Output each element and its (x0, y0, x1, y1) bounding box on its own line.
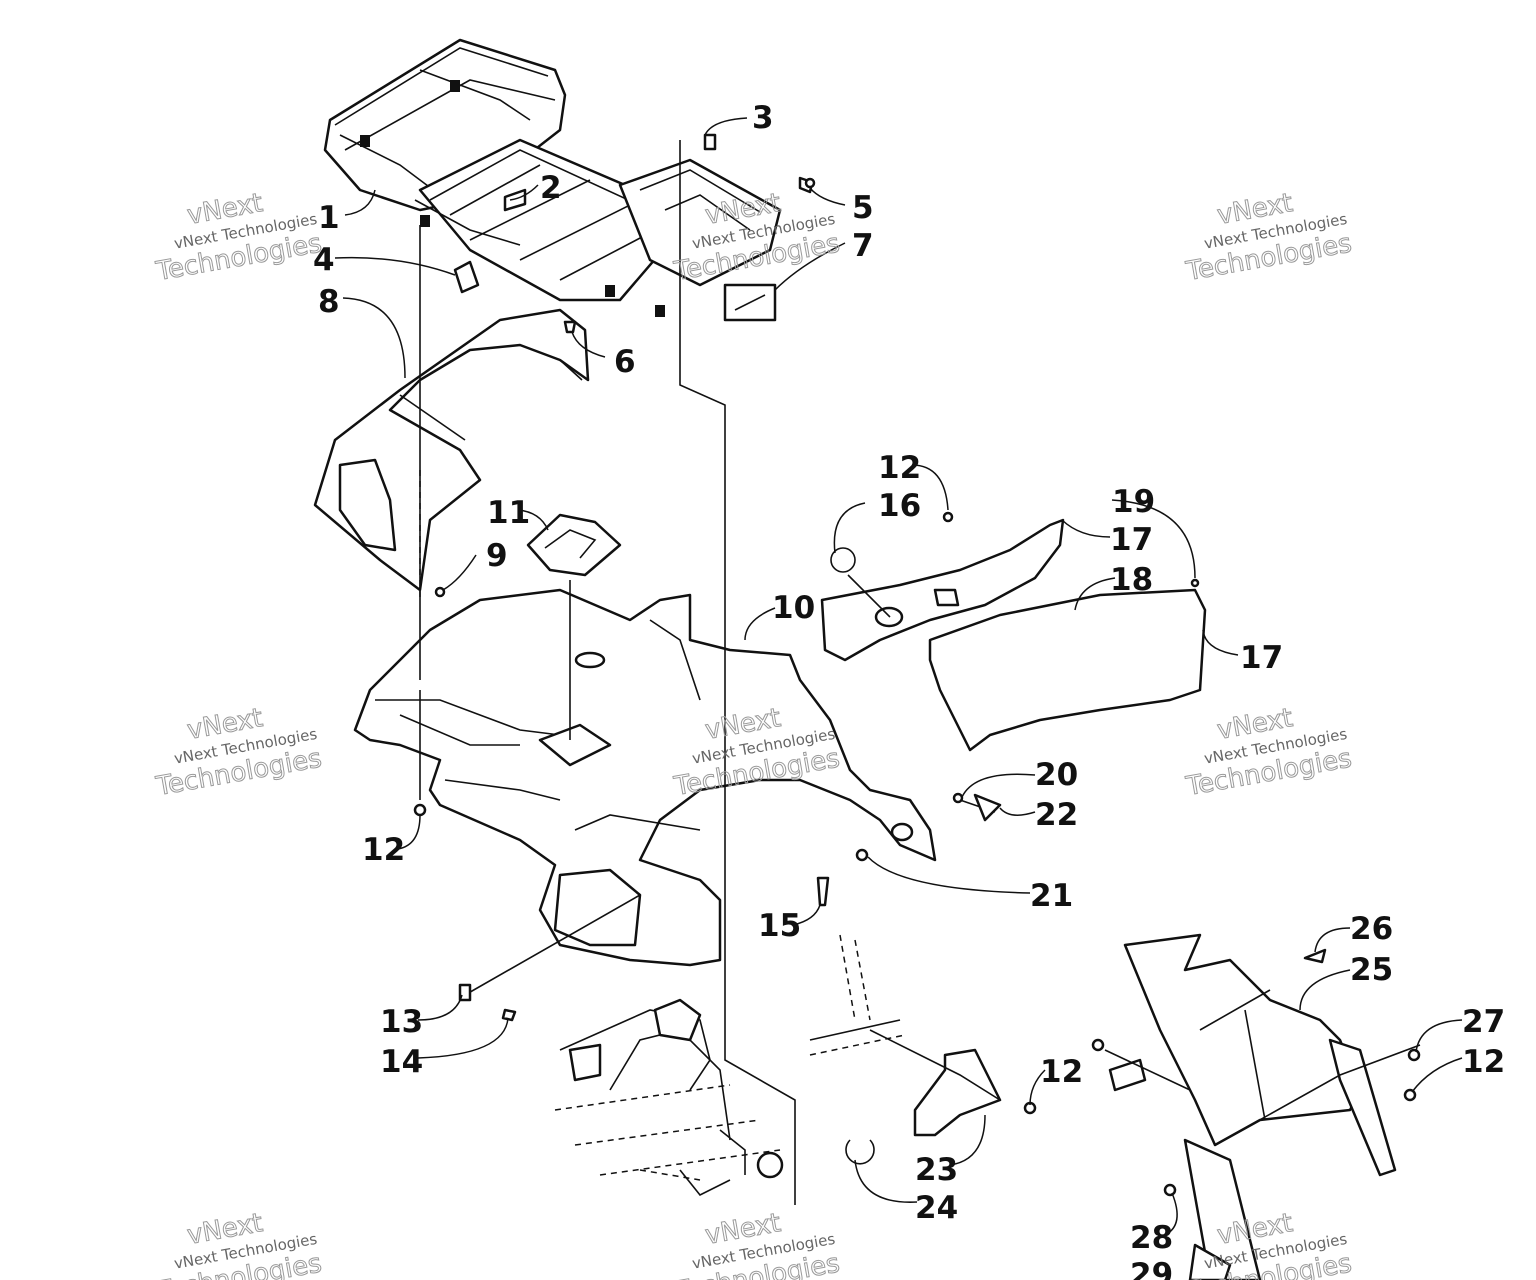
callout-17-top: 17 (1110, 522, 1153, 558)
callout-26: 26 (1350, 911, 1393, 947)
callout-21: 21 (1030, 878, 1073, 914)
callout-19: 19 (1112, 484, 1155, 520)
callout-5: 5 (852, 190, 874, 226)
front-body-drawing (353, 588, 937, 967)
mount-bracket-drawing (809, 934, 1002, 1165)
callout-11: 11 (487, 495, 530, 531)
watermark-top-left: vNext vNext Technologies Technologies (153, 188, 325, 288)
callout-8: 8 (318, 284, 340, 320)
callout-3: 3 (752, 100, 774, 136)
rear-flap-drawing (1108, 933, 1397, 1280)
watermark-mid-left: vNext vNext Technologies Technologies (153, 703, 325, 803)
callout-4: 4 (313, 242, 335, 278)
callout-23: 23 (915, 1152, 958, 1188)
callout-28: 28 (1130, 1220, 1173, 1256)
callout-2: 2 (540, 170, 562, 206)
watermark-top-right: vNext vNext Technologies Technologies (1183, 188, 1355, 288)
frame-drawing (554, 998, 784, 1197)
callout-7: 7 (852, 228, 874, 264)
watermark-bottom-right: vNext vNext Technologies Technologies (1183, 1208, 1355, 1280)
side-panels-drawing (820, 518, 1207, 752)
rear-fender-drawing (313, 308, 590, 592)
rack-drawing (323, 38, 717, 317)
callout-1: 1 (318, 200, 340, 236)
watermark-bottom-center: vNext vNext Technologies Technologies (671, 1208, 843, 1280)
watermark-bottom-left: vNext vNext Technologies Technologies (153, 1208, 325, 1280)
callout-18: 18 (1110, 562, 1153, 598)
callout-20: 20 (1035, 757, 1078, 793)
callout-22: 22 (1035, 797, 1078, 833)
callout-24: 24 (915, 1190, 958, 1226)
callout-13: 13 (380, 1004, 423, 1040)
callout-12-left: 12 (362, 832, 405, 868)
exploded-lines (419, 140, 1421, 1205)
callout-25: 25 (1350, 952, 1393, 988)
callout-12-right: 12 (1462, 1044, 1505, 1080)
hardware (413, 177, 1421, 1197)
callout-27: 27 (1462, 1004, 1505, 1040)
callout-6: 6 (614, 344, 636, 380)
watermark-top-center: vNext vNext Technologies Technologies (671, 188, 843, 288)
callout-12-mid: 12 (1040, 1054, 1083, 1090)
callout-17-right: 17 (1240, 640, 1283, 676)
callout-15: 15 (758, 908, 801, 944)
watermarks: vNext vNext Technologies Technologies vN… (153, 188, 1355, 1280)
callout-14: 14 (380, 1044, 423, 1080)
callout-12-top: 12 (878, 450, 921, 486)
callout-labels: 1 2 3 4 5 6 7 8 9 10 11 12 12 12 12 13 1… (313, 100, 1505, 1280)
callout-16: 16 (878, 488, 921, 524)
callout-10: 10 (772, 590, 815, 626)
callout-29: 29 (1130, 1257, 1173, 1280)
bracket-drawing (618, 158, 814, 322)
leader-lines (334, 117, 1463, 1236)
watermark-mid-right: vNext vNext Technologies Technologies (1183, 703, 1355, 803)
storage-lid-drawing (526, 513, 622, 577)
callout-9: 9 (486, 538, 508, 574)
